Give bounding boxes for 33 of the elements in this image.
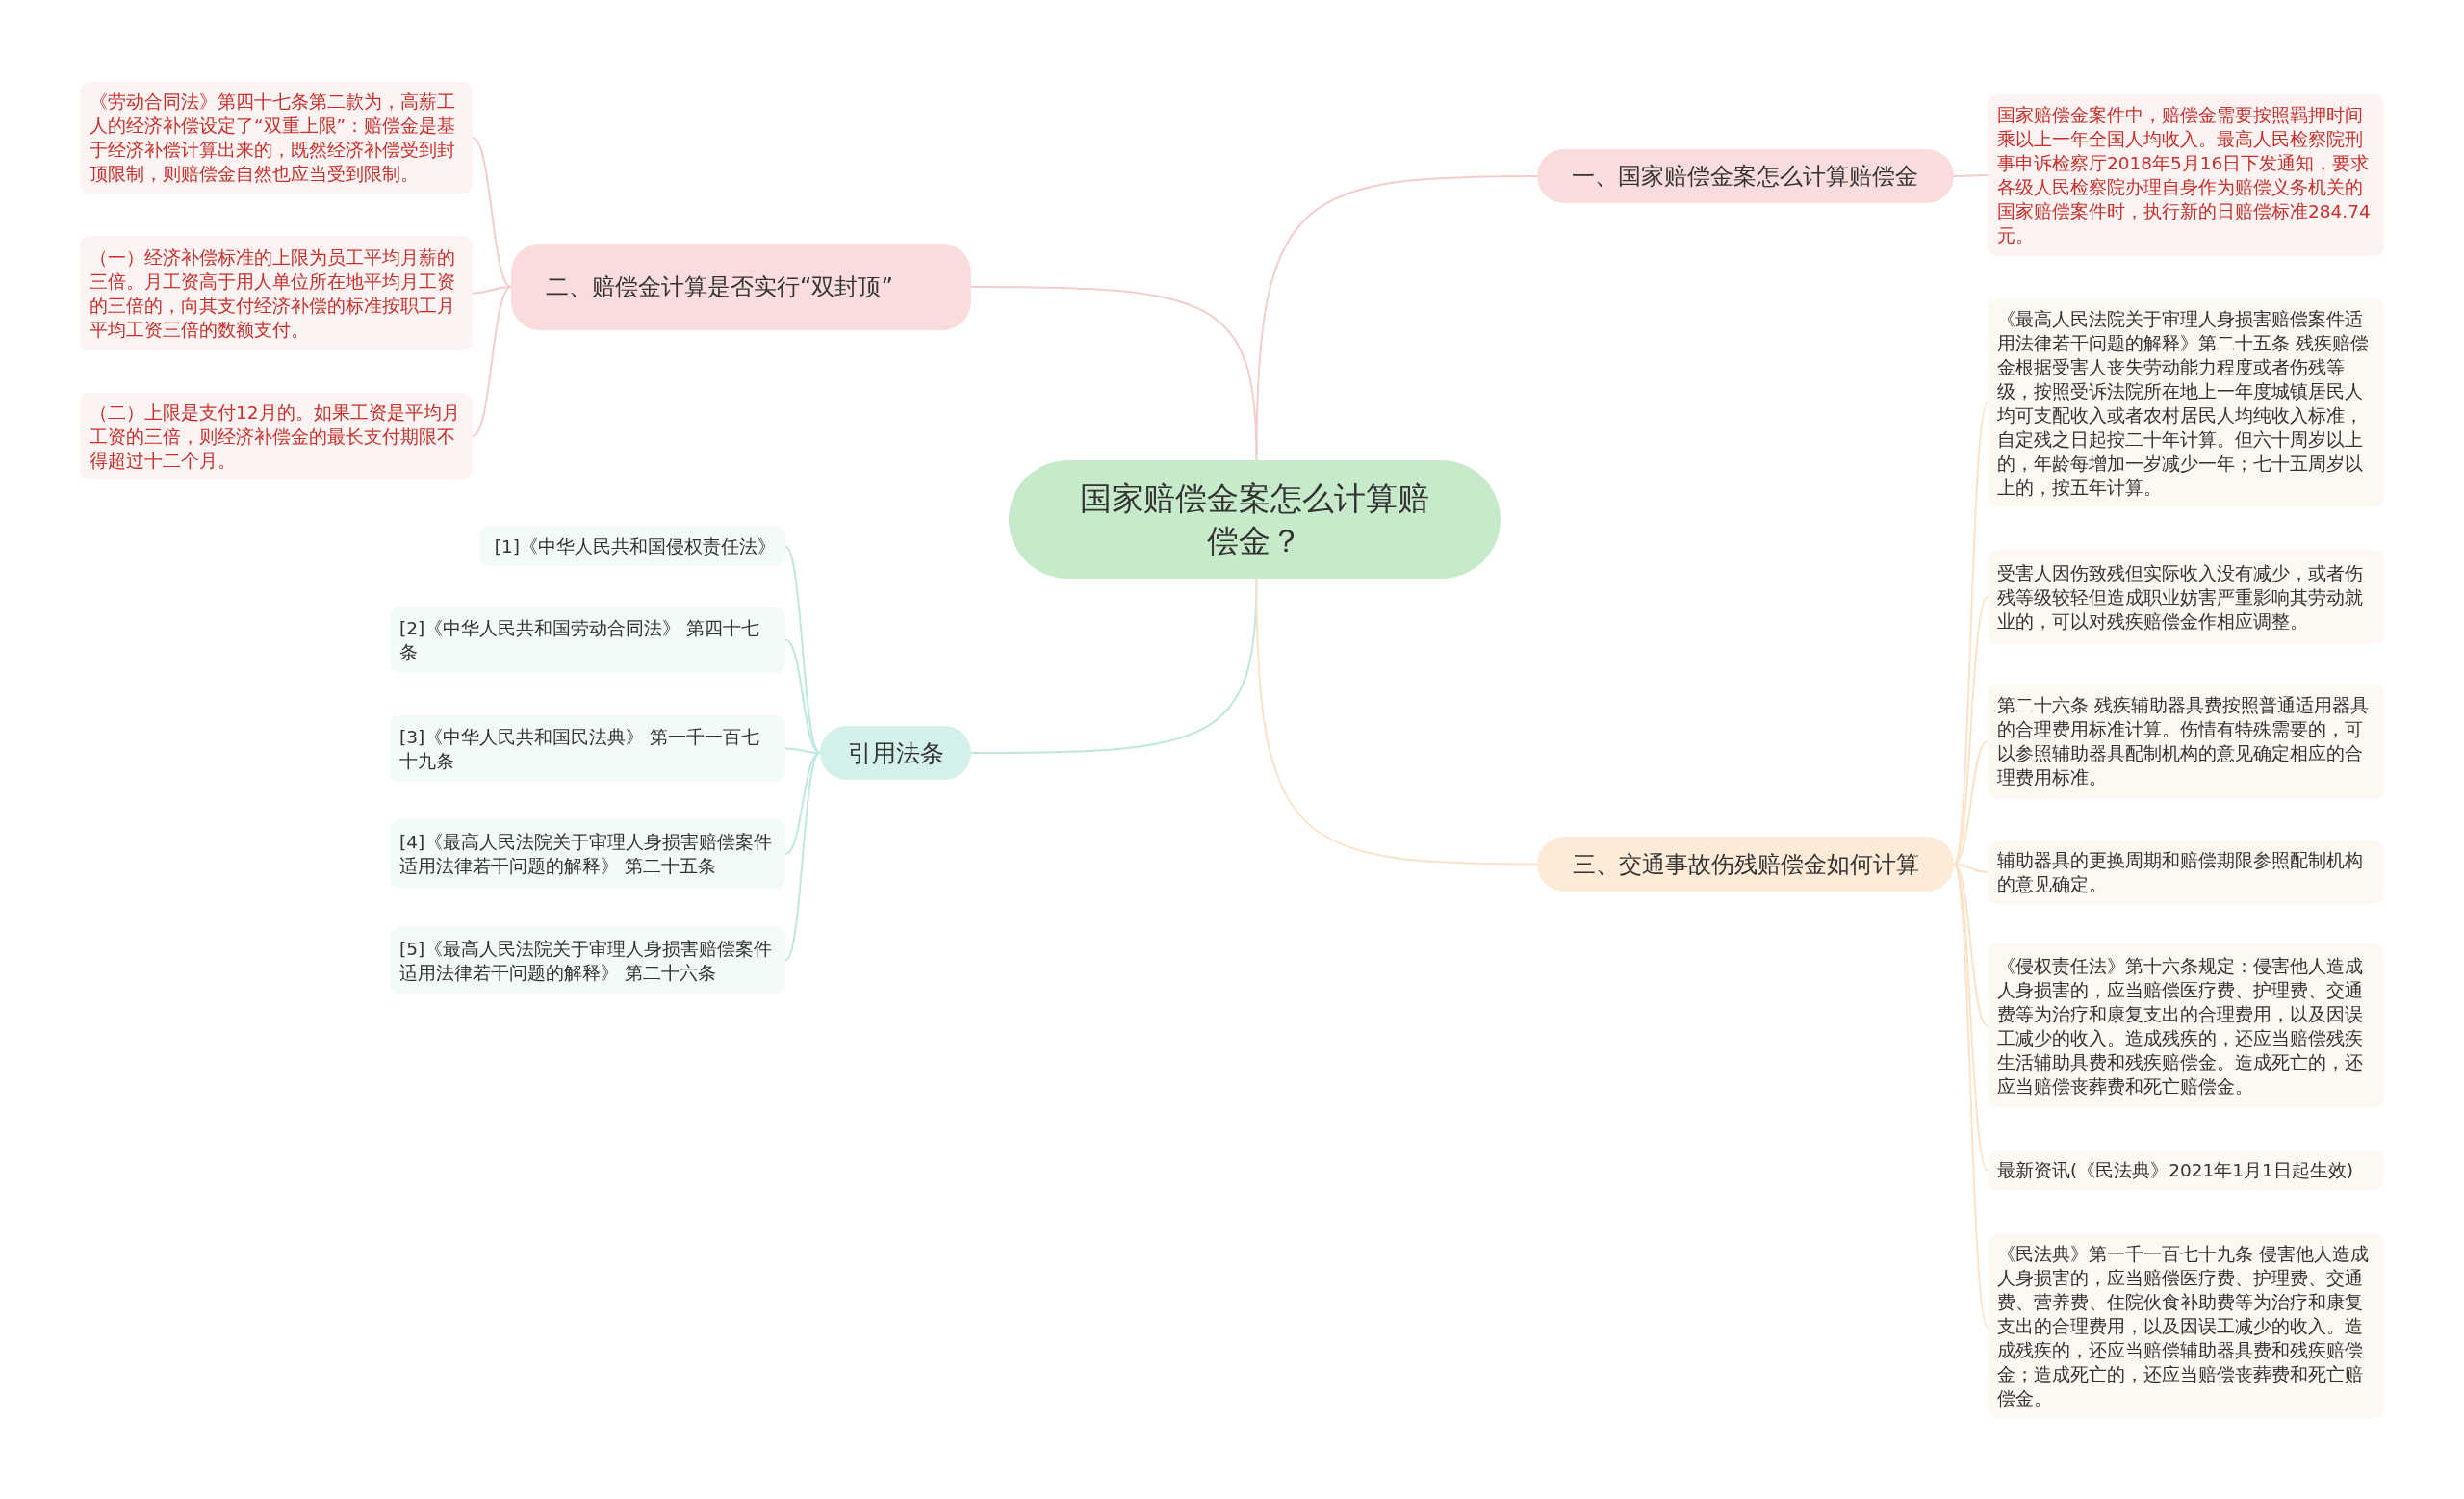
note-card: 最新资讯(《民法典》2021年1月1日起生效)	[1988, 1150, 2384, 1190]
reference-card: [1]《中华人民共和国侵权责任法》	[479, 527, 785, 566]
note-card: 《侵权责任法》第十六条规定：侵害他人造成人身损害的，应当赔偿医疗费、护理费、交通费等为治疗和康复支出的合理费用，以及因误工减少的收入。造成残疾的，还应当赔偿残疾生活辅助具费和残疾赔偿金。造成死亡的，还应当赔偿丧葬费和死亡赔偿金。	[1988, 943, 2384, 1108]
connector-line	[1255, 578, 1538, 866]
note-card: 《劳动合同法》第四十七条第二款为，高薪工人的经济补偿设定了“双重上限”：赔偿金是基于经济补偿计算出来的，既然经济补偿受到封顶限制，则赔偿金自然也应当受到限制。	[80, 82, 473, 194]
connector-line	[1953, 174, 1989, 177]
note-card: 国家赔偿金案件中，赔偿金需要按照羁押时间乘以上一年全国人均收入。最高人民检察院刑事申诉检察厅2018年5月16日下发通知，要求各级人民检察院办理自身作为赔偿义务机关的国家赔偿案件时，执行新的日赔偿标准284.74元。	[1988, 94, 2384, 256]
connector-line	[1953, 863, 1989, 873]
connector-line	[784, 545, 821, 754]
reference-card: [5]《最高人民法院关于审理人身损害赔偿案件适用法律若干问题的解释》 第二十六条	[390, 927, 785, 994]
note-card: （一）经济补偿标准的上限为员工平均月薪的三倍。月工资高于用人单位所在地平均月工资的三倍的，向其支付经济补偿的标准按职工月平均工资三倍的数额支付。	[80, 236, 473, 350]
branch-topic: 一、国家赔偿金案怎么计算赔偿金	[1537, 149, 1954, 203]
connector-line	[1953, 863, 1989, 1328]
reference-card: [4]《最高人民法院关于审理人身损害赔偿案件适用法律若干问题的解释》 第二十五条	[390, 819, 785, 889]
connector-line	[472, 286, 512, 437]
connector-line	[784, 752, 821, 962]
note-card: 《最高人民法院关于审理人身损害赔偿案件适用法律若干问题的解释》第二十五条 残疾赔偿金根据受害人丧失劳动能力程度或者伤残等级，按照受诉法院所在地上一年度城镇居民人均可支配收入或者农村居民人均纯收入标准，自定残之日起按二十年计算。但六十周岁以上的，年龄每增加一岁减少一年；七十五周岁以上的，按五年计算。	[1988, 298, 2384, 507]
central-topic: 国家赔偿金案怎么计算赔偿金？	[1009, 460, 1501, 579]
branch-topic: 三、交通事故伤残赔偿金如何计算	[1537, 837, 1954, 892]
reference-card: [2]《中华人民共和国劳动合同法》 第四十七条	[390, 607, 785, 673]
note-card: 第二十六条 残疾辅助器具费按照普通适用器具的合理费用标准计算。伤情有特殊需要的，可以参照辅助器具配制机构的意见确定相应的合理费用标准。	[1988, 684, 2384, 799]
note-card: 《民法典》第一千一百七十九条 侵害他人造成人身损害的，应当赔偿医疗费、护理费、交通费、营养费、住院伙食补助费等为治疗和康复支出的合理费用，以及因误工减少的收入。造成残疾的，还应当赔偿辅助器具费和残疾赔偿金；造成死亡的，还应当赔偿丧葬费和死亡赔偿金。	[1988, 1234, 2384, 1418]
connector-line	[970, 578, 1258, 754]
connector-line	[970, 286, 1258, 461]
connector-line	[1953, 740, 1989, 866]
branch-topic: 二、赔偿金计算是否实行“双封顶”	[511, 244, 971, 330]
note-card: 受害人因伤致残但实际收入没有减少，或者伤残等级较轻但造成职业妨害严重影响其劳动就业的，可以对残疾赔偿金作相应调整。	[1988, 550, 2384, 644]
connector-line	[784, 638, 821, 754]
note-card: （二）上限是支付12月的。如果工资是平均月工资的三倍，则经济补偿金的最长支付期限不得超过十二个月。	[80, 393, 473, 479]
branch-topic: 引用法条	[820, 726, 971, 780]
connector-line	[472, 137, 512, 288]
reference-card: [3]《中华人民共和国民法典》 第一千一百七十九条	[390, 715, 785, 782]
note-card: 辅助器具的更换周期和赔偿期限参照配制机构的意见确定。	[1988, 840, 2384, 904]
